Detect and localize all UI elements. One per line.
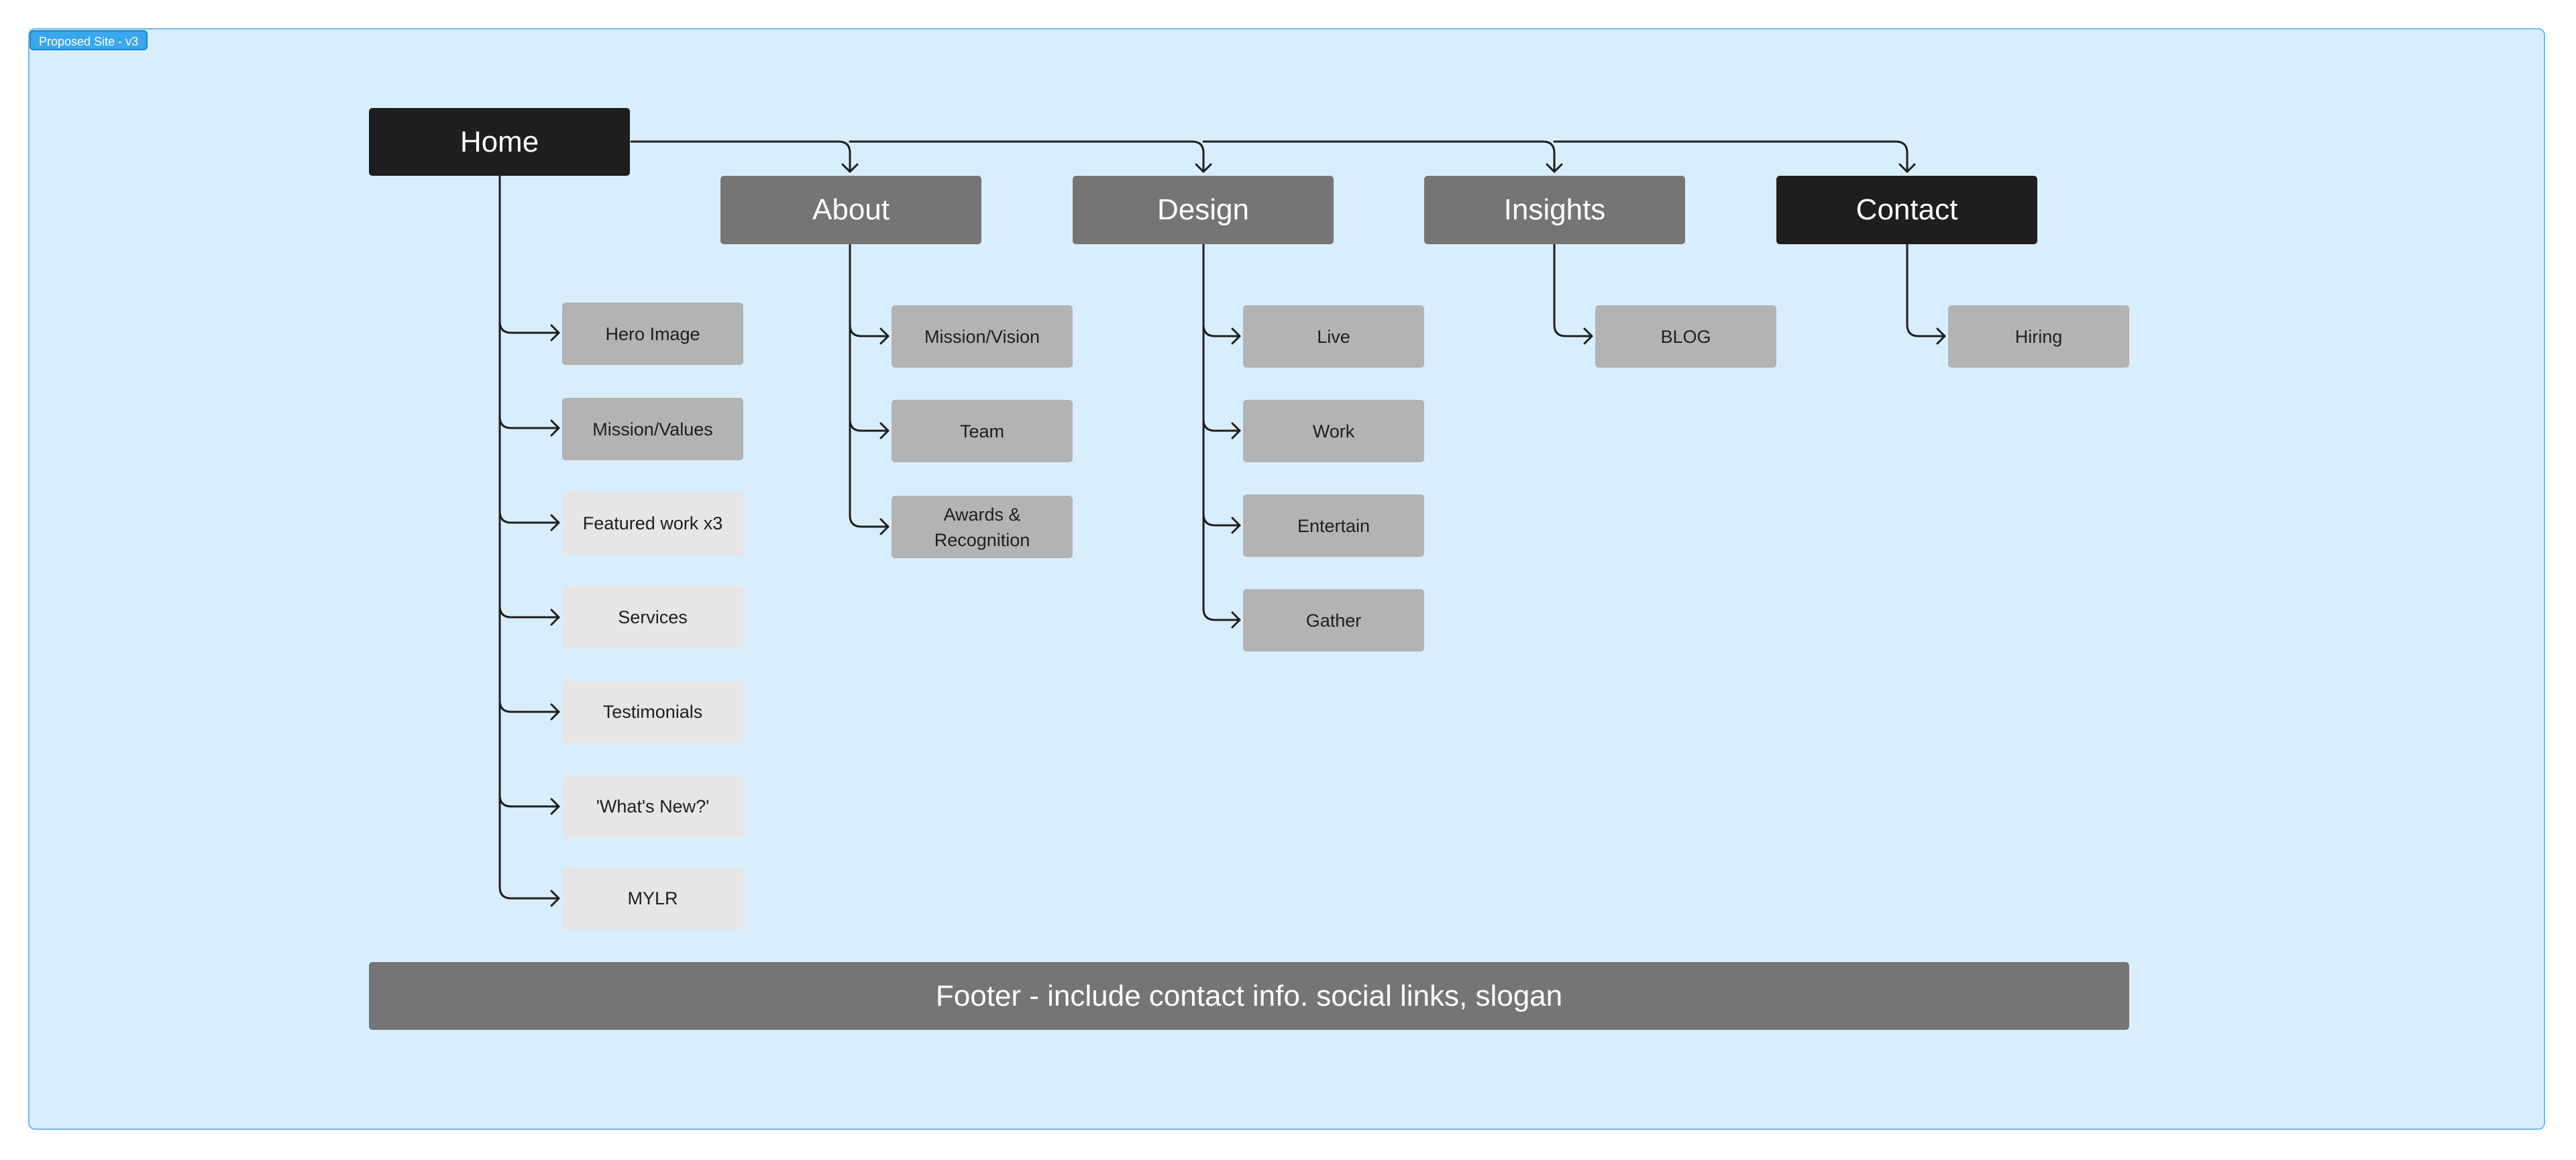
node-insights[interactable]: Insights	[1424, 176, 1685, 244]
node-insights-page[interactable]: BLOG	[1595, 305, 1776, 368]
node-design-page[interactable]: Live	[1243, 305, 1424, 368]
node-home-section[interactable]: MYLR	[562, 867, 743, 930]
node-home-section[interactable]: Hero Image	[562, 303, 743, 365]
node-design[interactable]: Design	[1073, 176, 1334, 244]
node-home[interactable]: Home	[369, 108, 630, 176]
node-design-page[interactable]: Gather	[1243, 589, 1424, 651]
node-home-section[interactable]: Services	[562, 586, 743, 649]
node-contact-page[interactable]: Hiring	[1948, 305, 2129, 368]
node-design-page[interactable]: Work	[1243, 400, 1424, 462]
node-home-section[interactable]: 'What's New?'	[562, 776, 743, 838]
node-home-section[interactable]: Featured work x3	[562, 492, 743, 555]
node-home-section[interactable]: Mission/Values	[562, 398, 743, 460]
node-about-page[interactable]: Team	[892, 400, 1073, 462]
node-footer[interactable]: Footer - include contact info. social li…	[369, 962, 2129, 1030]
node-about-page[interactable]: Mission/Vision	[892, 305, 1073, 368]
node-about-page[interactable]: Awards & Recognition	[892, 496, 1073, 558]
node-about[interactable]: About	[720, 176, 981, 244]
frame-label[interactable]: Proposed Site - v3	[30, 30, 148, 50]
node-contact[interactable]: Contact	[1776, 176, 2037, 244]
node-home-section[interactable]: Testimonials	[562, 681, 743, 743]
node-design-page[interactable]: Entertain	[1243, 494, 1424, 557]
